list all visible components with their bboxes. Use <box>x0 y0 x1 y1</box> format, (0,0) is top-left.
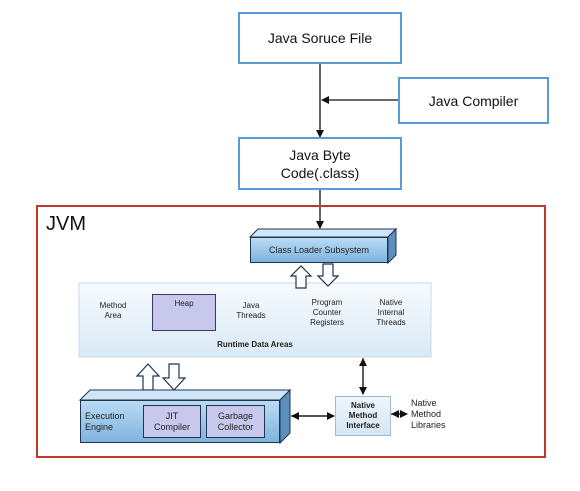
java-byte-code-box: Java Byte Code(.class) <box>238 137 402 190</box>
class-loader-label: Class Loader Subsystem <box>268 245 370 255</box>
byte-code-line2: Code(.class) <box>280 164 360 181</box>
jvm-container <box>36 205 546 458</box>
execution-engine-label: Execution Engine <box>85 411 125 432</box>
java-source-file-label: Java Soruce File <box>267 30 373 46</box>
classloader-side-face <box>387 227 397 265</box>
jit-compiler: JIT Compiler <box>143 405 201 438</box>
runtime-area-method: Method Area <box>99 301 127 320</box>
runtime-area-java-threads: Java Threads <box>236 301 266 320</box>
runtime-panel-shape <box>78 282 432 358</box>
hollow-arrow-up-classloader <box>289 265 313 289</box>
garbage-collector: Garbage Collector <box>206 405 265 438</box>
class-loader-subsystem: Class Loader Subsystem <box>250 237 388 263</box>
java-source-file-box: Java Soruce File <box>238 12 402 64</box>
engine-side-face <box>279 388 291 445</box>
runtime-area-heap: Heap <box>152 294 216 331</box>
native-method-libraries: Native Method Libraries <box>411 398 446 430</box>
jvm-title: JVM <box>46 213 86 235</box>
hollow-arrow-down-classloader <box>316 263 340 287</box>
hollow-arrow-down-engine <box>161 363 187 391</box>
runtime-data-areas-label: Runtime Data Areas <box>217 340 293 349</box>
java-compiler-label: Java Compiler <box>428 92 519 109</box>
hollow-arrow-up-engine <box>135 363 161 391</box>
byte-code-line1: Java Byte <box>289 146 351 163</box>
runtime-area-native-threads: Native Internal Threads <box>376 298 406 327</box>
native-method-interface: Native Method Interface <box>335 396 391 436</box>
runtime-area-pc-registers: Program Counter Registers <box>310 298 344 327</box>
java-compiler-box: Java Compiler <box>398 77 549 124</box>
